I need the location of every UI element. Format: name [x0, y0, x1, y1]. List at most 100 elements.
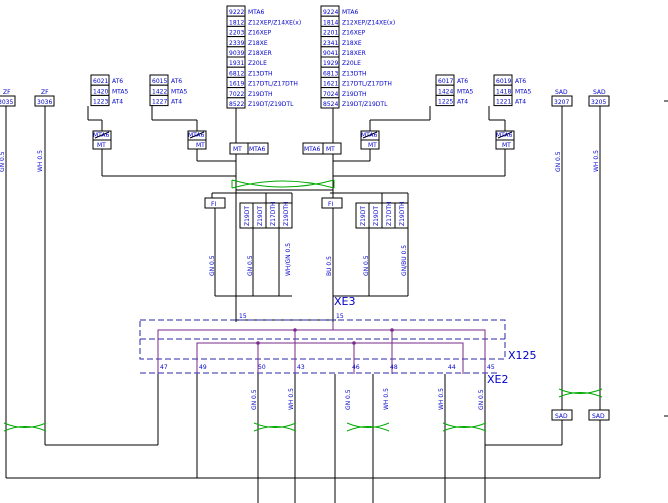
pin-label: 49 — [199, 364, 207, 371]
variant-name: Z20LE — [342, 60, 361, 67]
fi-variant: Z19DT — [257, 206, 264, 226]
part-number: 1221 — [496, 99, 511, 106]
mt-label: MT — [196, 142, 205, 149]
wire-color: GN 0.5 — [345, 389, 352, 410]
wire-color: GN 0.5 — [247, 255, 254, 276]
part-number: 8522 — [229, 101, 244, 108]
zf-label: ZF — [41, 89, 49, 96]
fi-variant: Z19DT — [360, 206, 367, 226]
variant-name: Z19DTH — [342, 91, 367, 98]
variant-name: AT6 — [171, 78, 182, 85]
edge-sad-1: SAD 3207 — [551, 89, 573, 107]
variant-name: Z13DTH — [342, 70, 367, 77]
mt-label: MT — [502, 142, 511, 149]
mt-label: MT — [326, 146, 335, 153]
wire-labels-bottom: GN 0.5 WH 0.5 GN 0.5 WH 0.5 WH 0.5 GN 0.… — [251, 388, 485, 410]
connector-xe2-label: XE2 — [487, 373, 508, 386]
switch-center-right: MTA6 MT — [302, 142, 342, 155]
fi-variant: Z19DT — [244, 206, 251, 226]
variant-name: AT6 — [457, 78, 468, 85]
wire-color: WH 0.5 — [37, 150, 44, 172]
part-number-cell — [90, 94, 110, 107]
switch-g1: MTA6 MT — [92, 130, 112, 150]
part-number: 6812 — [229, 70, 244, 77]
part-number: 1619 — [229, 81, 244, 88]
sad-label: SAD — [555, 413, 568, 420]
variant-name: Z12XEP/Z14XE(x) — [342, 19, 395, 26]
pin-label: 15 — [336, 313, 344, 320]
variant-name: Z19DT/Z19DTL — [248, 101, 294, 108]
variant-name: AT4 — [171, 99, 182, 106]
variant-name: AT6 — [112, 78, 123, 85]
part-number: 2201 — [323, 30, 338, 37]
connector-xe3: XE3 — [334, 295, 355, 308]
variant-name: Z16XEP — [342, 30, 366, 37]
pin-label: 44 — [448, 364, 456, 371]
part-number: 1420 — [93, 88, 108, 95]
variant-name: MTA5 — [457, 88, 473, 95]
part-number: 2203 — [229, 30, 244, 37]
part-number: 1422 — [152, 88, 167, 95]
part-number: 9222 — [229, 9, 244, 16]
wire-color: WH 0.5 — [288, 388, 295, 410]
variant-name: AT4 — [112, 99, 123, 106]
switch-g3: MTA6 MT — [360, 130, 380, 150]
part-number: 7024 — [323, 91, 338, 98]
twisted-pair-top — [231, 179, 335, 189]
variant-name: Z18XE — [248, 40, 268, 47]
fi-variant: Z19DTH — [283, 201, 290, 226]
pin-label: 15 — [239, 313, 247, 320]
part-number: 6813 — [323, 70, 338, 77]
part-number: 1418 — [496, 88, 511, 95]
variant-name: AT6 — [515, 78, 526, 85]
zf-code: 3036 — [37, 99, 52, 106]
part-number: 6015 — [152, 78, 167, 85]
part-number: 6021 — [93, 78, 108, 85]
pin-label: 50 — [258, 364, 266, 371]
part-number-cell — [493, 94, 513, 107]
variant-name: MTA5 — [515, 88, 531, 95]
wire-color: WH/GN 0.5 — [285, 243, 292, 276]
part-number: 2339 — [229, 40, 244, 47]
part-number: 1621 — [323, 81, 338, 88]
mta6-label: MTA6 — [496, 132, 512, 139]
part-number: 1812 — [229, 19, 244, 26]
part-number: 6017 — [438, 78, 453, 85]
wire-color: GN 0.5 — [555, 151, 562, 172]
wire-color: GN 0.5 — [0, 151, 6, 172]
fi-variant: Z17DTH — [386, 201, 393, 226]
variant-name: AT4 — [515, 99, 526, 106]
variant-table-g4: 6019 AT6 1418 MTA5 1221 AT4 — [493, 74, 531, 107]
edge-sad-2: SAD 3205 — [588, 89, 610, 107]
zf-code: 3035 — [0, 99, 13, 106]
fi-label: FI — [328, 201, 333, 208]
variant-name: Z18XER — [342, 50, 366, 57]
wire-color: GN/BU 0.5 — [401, 245, 408, 276]
wire-color: WH 0.5 — [383, 388, 390, 410]
mta6-label: MTA6 — [188, 132, 204, 139]
mta6-label: MTA6 — [361, 132, 377, 139]
part-number: 1814 — [323, 19, 338, 26]
wire-color: WH 0.5 — [438, 388, 445, 410]
variant-name: Z13DTH — [248, 70, 273, 77]
part-number: 1225 — [438, 99, 453, 106]
twisted-pairs-bottom — [3, 388, 603, 432]
wire-color: BU 0.5 — [326, 256, 333, 276]
mta6-label: MTA6 — [304, 146, 320, 153]
fi-left: FI Z19DT Z19DT Z17DTH Z19DTH — [204, 192, 293, 296]
fi-variant: Z19DT — [373, 206, 380, 226]
switch-center-left: MT MTA6 — [229, 142, 269, 155]
part-number: 6019 — [496, 78, 511, 85]
part-number-cell — [435, 94, 455, 107]
edge-zf-1: ZF 3035 — [0, 89, 16, 107]
sad-code: 3205 — [591, 99, 606, 106]
part-number: 9039 — [229, 50, 244, 57]
part-number: 2341 — [323, 40, 338, 47]
pin-label: 46 — [352, 364, 360, 371]
